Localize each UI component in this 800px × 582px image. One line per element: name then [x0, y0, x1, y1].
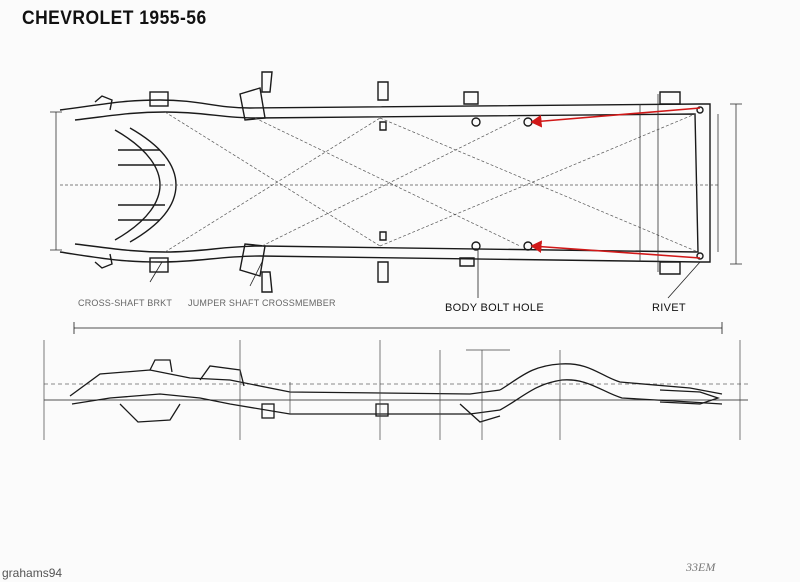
dimension-lines-side [43, 340, 741, 440]
diagonal-measurement-lines [60, 111, 720, 253]
frame-top-view [59, 71, 711, 293]
cross-shaft-bracket-label: CROSS-SHAFT BRKT [78, 298, 173, 308]
body-bolt-hole-label: BODY BOLT HOLE [445, 302, 544, 314]
watermark: grahams94 [2, 566, 63, 580]
frame-side-view [44, 322, 748, 423]
inner-side-rail [74, 111, 699, 253]
jumper-shaft-crossmember-label: JUMPER SHAFT CROSSMEMBER [188, 298, 336, 308]
handwritten-note: 33EM [686, 560, 716, 574]
dimension-lines-top [50, 94, 742, 272]
label-leaders [149, 250, 701, 299]
page-title: CHEVROLET 1955-56 [22, 8, 207, 29]
rivet-label: RIVET [652, 302, 686, 314]
left-side-rail [59, 99, 711, 263]
rivet-annotation-arrows [530, 107, 701, 259]
